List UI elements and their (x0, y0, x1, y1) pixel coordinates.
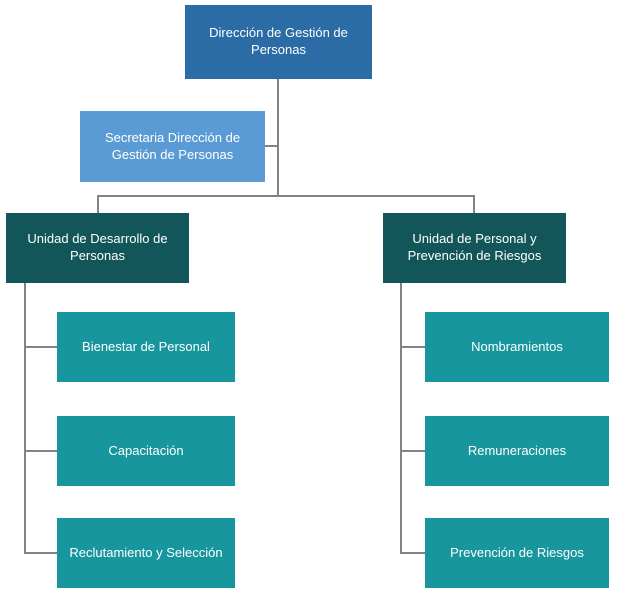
connector-right-vertical (400, 283, 402, 553)
org-node-capacitacion: Capacitación (57, 416, 235, 486)
connector-left-vertical (24, 283, 26, 553)
connector-left-child-2 (24, 552, 57, 554)
connector-right-child-1 (400, 450, 425, 452)
org-node-prevencion-riesgos: Prevención de Riesgos (425, 518, 609, 588)
connector-drop-left (97, 195, 99, 213)
org-node-reclutamiento-seleccion: Reclutamiento y Selección (57, 518, 235, 588)
connector-root-drop (277, 79, 279, 196)
org-node-secretaria: Secretaria Dirección de Gestión de Perso… (80, 111, 265, 182)
connector-left-child-0 (24, 346, 57, 348)
connector-span (97, 195, 475, 197)
org-node-nombramientos: Nombramientos (425, 312, 609, 382)
connector-assistant (265, 145, 278, 147)
connector-drop-right (473, 195, 475, 213)
connector-left-child-1 (24, 450, 57, 452)
org-node-remuneraciones: Remuneraciones (425, 416, 609, 486)
org-node-unidad-desarrollo-personas: Unidad de Desarrollo de Personas (6, 213, 189, 283)
connector-right-child-2 (400, 552, 425, 554)
org-node-bienestar-personal: Bienestar de Personal (57, 312, 235, 382)
org-node-direccion-gestion-personas: Dirección de Gestión de Personas (185, 5, 372, 79)
org-node-unidad-personal-prevencion: Unidad de Personal y Prevención de Riesg… (383, 213, 566, 283)
connector-right-child-0 (400, 346, 425, 348)
